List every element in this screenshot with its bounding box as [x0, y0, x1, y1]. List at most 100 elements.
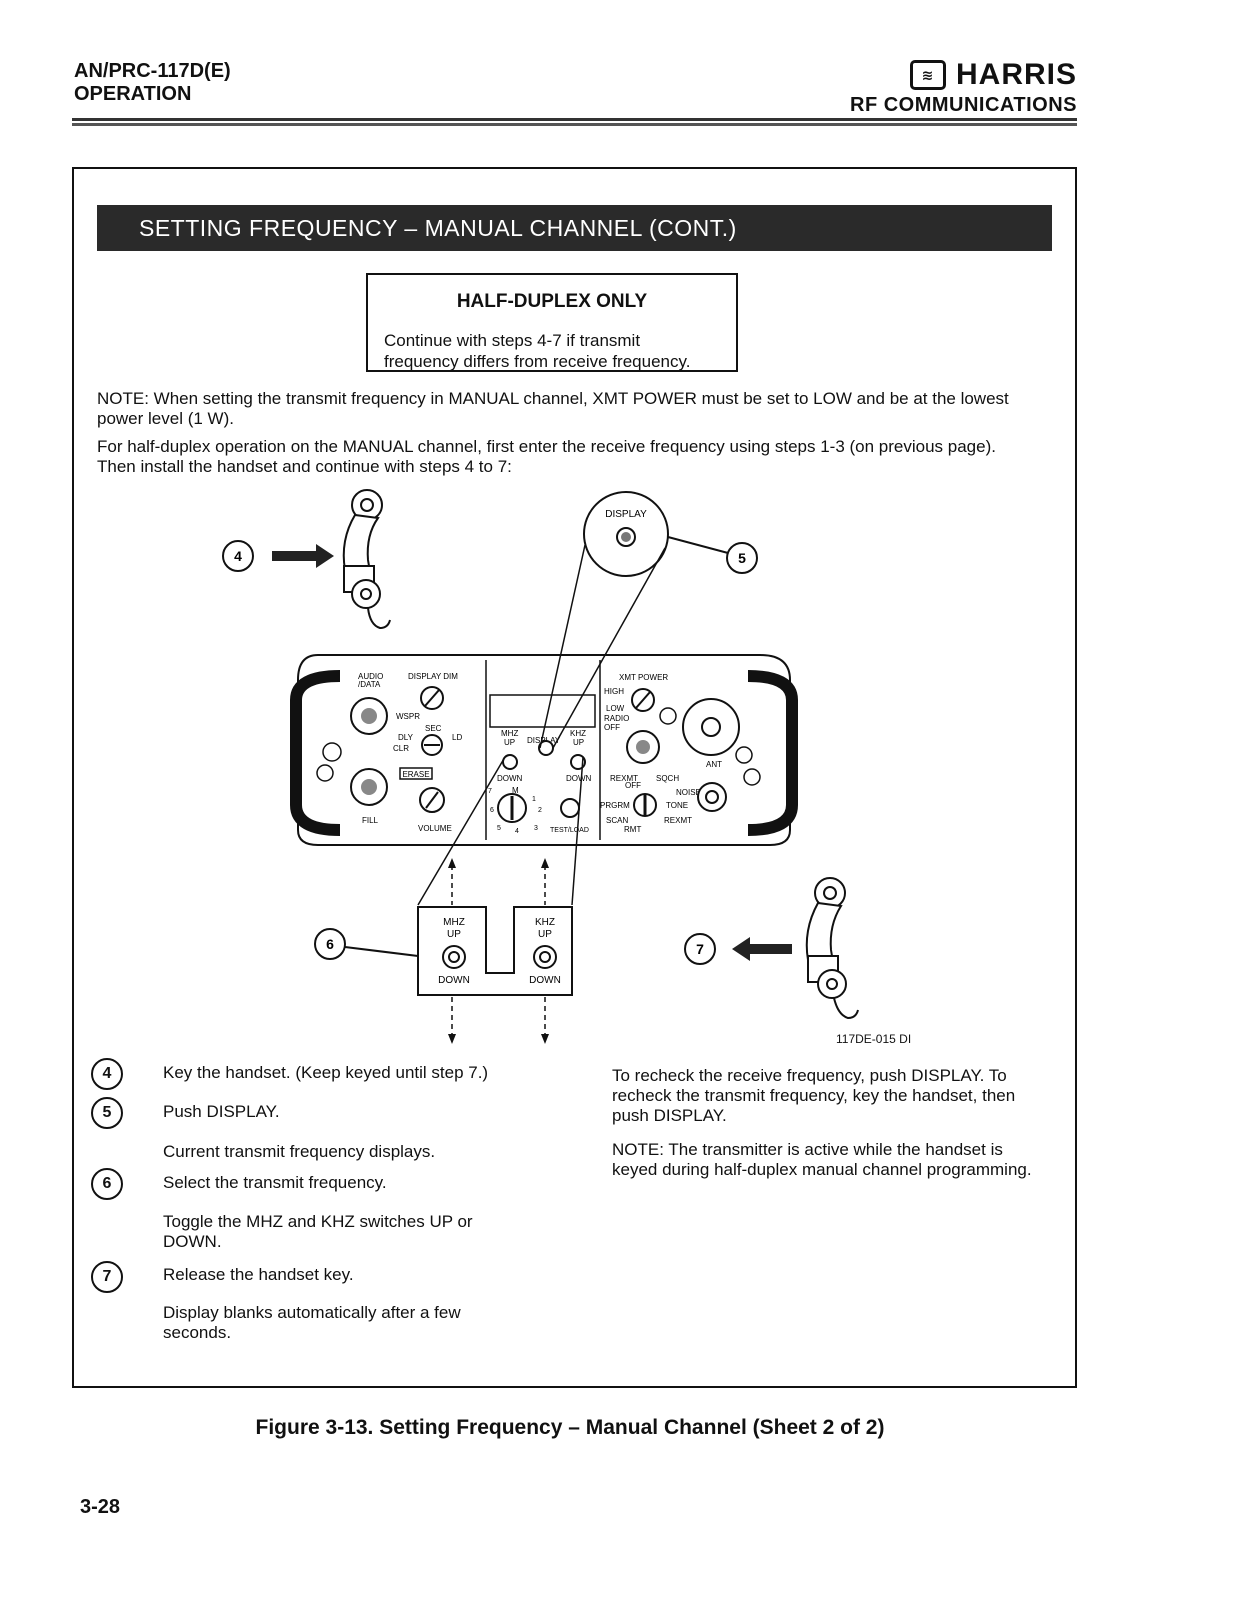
half-duplex-line: Continue with steps 4-7 if transmit [384, 331, 641, 350]
step-number: 4 [91, 1058, 123, 1090]
svg-text:ERASE: ERASE [402, 770, 429, 779]
svg-text:UP: UP [538, 929, 552, 940]
svg-text:KHZ: KHZ [570, 729, 586, 738]
svg-text:5: 5 [738, 550, 746, 566]
svg-text:UP: UP [447, 929, 461, 940]
intro-line: For half-duplex operation on the MANUAL … [97, 437, 996, 456]
svg-text:7: 7 [696, 941, 704, 957]
svg-text:REXMT: REXMT [664, 816, 692, 825]
svg-text:M: M [512, 786, 519, 795]
leader-line [552, 547, 666, 749]
division-name: RF COMMUNICATIONS [850, 94, 1077, 116]
step-text: Key the handset. (Keep keyed until step … [163, 1063, 489, 1082]
recheck-line: push DISPLAY. [612, 1106, 727, 1125]
brand-name: HARRIS [955, 58, 1077, 91]
doc-id: AN/PRC-117D(E) [74, 60, 231, 82]
half-duplex-line: frequency differs from receive frequency… [384, 352, 691, 371]
arrow-up-icon [448, 858, 456, 868]
half-duplex-title: HALF-DUPLEX ONLY [456, 291, 648, 312]
intro-line: Then install the handset and continue wi… [97, 457, 512, 476]
step-subtext: Display blanks automatically after a few… [163, 1303, 543, 1343]
step-subtext-line: Toggle the MHZ and KHZ switches UP or [163, 1212, 473, 1231]
handset-right-icon [805, 877, 859, 1020]
svg-text:2: 2 [538, 807, 542, 814]
svg-text:NOISE: NOISE [676, 788, 701, 797]
svg-text:FILL: FILL [362, 816, 379, 825]
svg-text:DOWN: DOWN [566, 774, 592, 783]
step-text: Push DISPLAY. [163, 1102, 280, 1121]
step-number: 6 [91, 1168, 123, 1200]
callout-6: 6 [314, 928, 419, 960]
svg-text:PRGRM: PRGRM [600, 801, 630, 810]
transmitter-note-line: NOTE: The transmitter is active while th… [612, 1140, 1003, 1159]
svg-text:MHZ: MHZ [443, 917, 465, 928]
svg-text:SEC: SEC [425, 724, 442, 733]
svg-text:7: 7 [488, 788, 492, 795]
power-note: NOTE: When setting the transmit frequenc… [97, 389, 1067, 429]
callout-7: 7 [684, 933, 716, 965]
svg-text:1: 1 [532, 796, 536, 803]
power-note-line: power level (1 W). [97, 409, 234, 428]
step-subtext: Toggle the MHZ and KHZ switches UP or DO… [163, 1212, 543, 1252]
step-subtext-line: DOWN. [163, 1232, 222, 1251]
svg-text:WSPR: WSPR [396, 712, 420, 721]
handset-left-icon [342, 489, 391, 630]
svg-text:ANT: ANT [706, 760, 722, 769]
step-text: Select the transmit frequency. [163, 1173, 387, 1192]
svg-text:UP: UP [573, 738, 584, 747]
svg-text:DISPLAY DIM: DISPLAY DIM [408, 672, 458, 681]
svg-text:DLY: DLY [398, 733, 414, 742]
recheck-text: To recheck the receive frequency, push D… [612, 1066, 1057, 1126]
arrow-right-icon [272, 544, 334, 568]
half-duplex-box: HALF-DUPLEX ONLY Continue with steps 4-7… [366, 273, 738, 372]
step-number: 7 [91, 1261, 123, 1293]
toggle-arrows [451, 865, 546, 1038]
arrow-down-icon [541, 1034, 549, 1044]
svg-text:AUDIO: AUDIO [358, 672, 383, 681]
brand-block: ≋ HARRIS RF COMMUNICATIONS [850, 58, 1077, 117]
power-note-line: NOTE: When setting the transmit frequenc… [97, 389, 1009, 408]
recheck-line: To recheck the receive frequency, push D… [612, 1066, 1007, 1085]
svg-text:CLR: CLR [393, 744, 409, 753]
svg-text:TONE: TONE [666, 801, 688, 810]
page-number: 3-28 [80, 1496, 121, 1518]
svg-text:TEST/LOAD: TEST/LOAD [550, 827, 589, 834]
leader-line [539, 544, 586, 749]
brand: ≋ HARRIS [850, 58, 1077, 92]
header-rule-secondary [72, 123, 1077, 126]
figure-frame [72, 167, 1077, 1388]
recheck-line: recheck the transmit frequency, key the … [612, 1086, 1016, 1105]
svg-text:SQCH: SQCH [656, 774, 679, 783]
section-title: OPERATION [74, 83, 192, 105]
svg-text:DOWN: DOWN [438, 975, 470, 986]
svg-text:OFF: OFF [625, 781, 641, 790]
svg-text:DOWN: DOWN [497, 774, 523, 783]
document-header: AN/PRC-117D(E) OPERATION [74, 60, 231, 106]
half-duplex-body: Continue with steps 4-7 if transmit freq… [384, 330, 724, 372]
svg-text:REXMT: REXMT [610, 774, 638, 783]
section-banner: SETTING FREQUENCY – MANUAL CHANNEL (CONT… [97, 205, 1052, 251]
svg-text:5: 5 [497, 825, 501, 832]
header-rule [72, 118, 1077, 121]
svg-text:/DATA: /DATA [358, 680, 381, 689]
svg-text:VOLUME: VOLUME [418, 824, 452, 833]
transmitter-note: NOTE: The transmitter is active while th… [612, 1140, 1057, 1180]
step-subtext-line: seconds. [163, 1323, 232, 1342]
arrow-up-icon [541, 858, 549, 868]
callout-5: 5 [726, 542, 758, 574]
radio-front-panel: AUDIO /DATA DISPLAY DIM WSPR SEC DLY LD … [290, 654, 798, 846]
step-subtext: Current transmit frequency displays. [163, 1142, 436, 1161]
arrow-left-icon [732, 937, 792, 961]
svg-text:LD: LD [452, 733, 462, 742]
svg-text:LOW: LOW [606, 704, 625, 713]
svg-text:UP: UP [504, 738, 515, 747]
svg-text:SCAN: SCAN [606, 816, 628, 825]
svg-text:RMT: RMT [624, 825, 641, 834]
svg-text:KHZ: KHZ [535, 917, 555, 928]
svg-text:4: 4 [234, 548, 242, 564]
svg-text:MHZ: MHZ [501, 729, 518, 738]
svg-text:DOWN: DOWN [529, 975, 561, 986]
switch-zoom-inset: MHZ UP DOWN KHZ UP DOWN [417, 906, 573, 996]
svg-text:3: 3 [534, 825, 538, 832]
svg-text:DISPLAY: DISPLAY [605, 509, 647, 520]
